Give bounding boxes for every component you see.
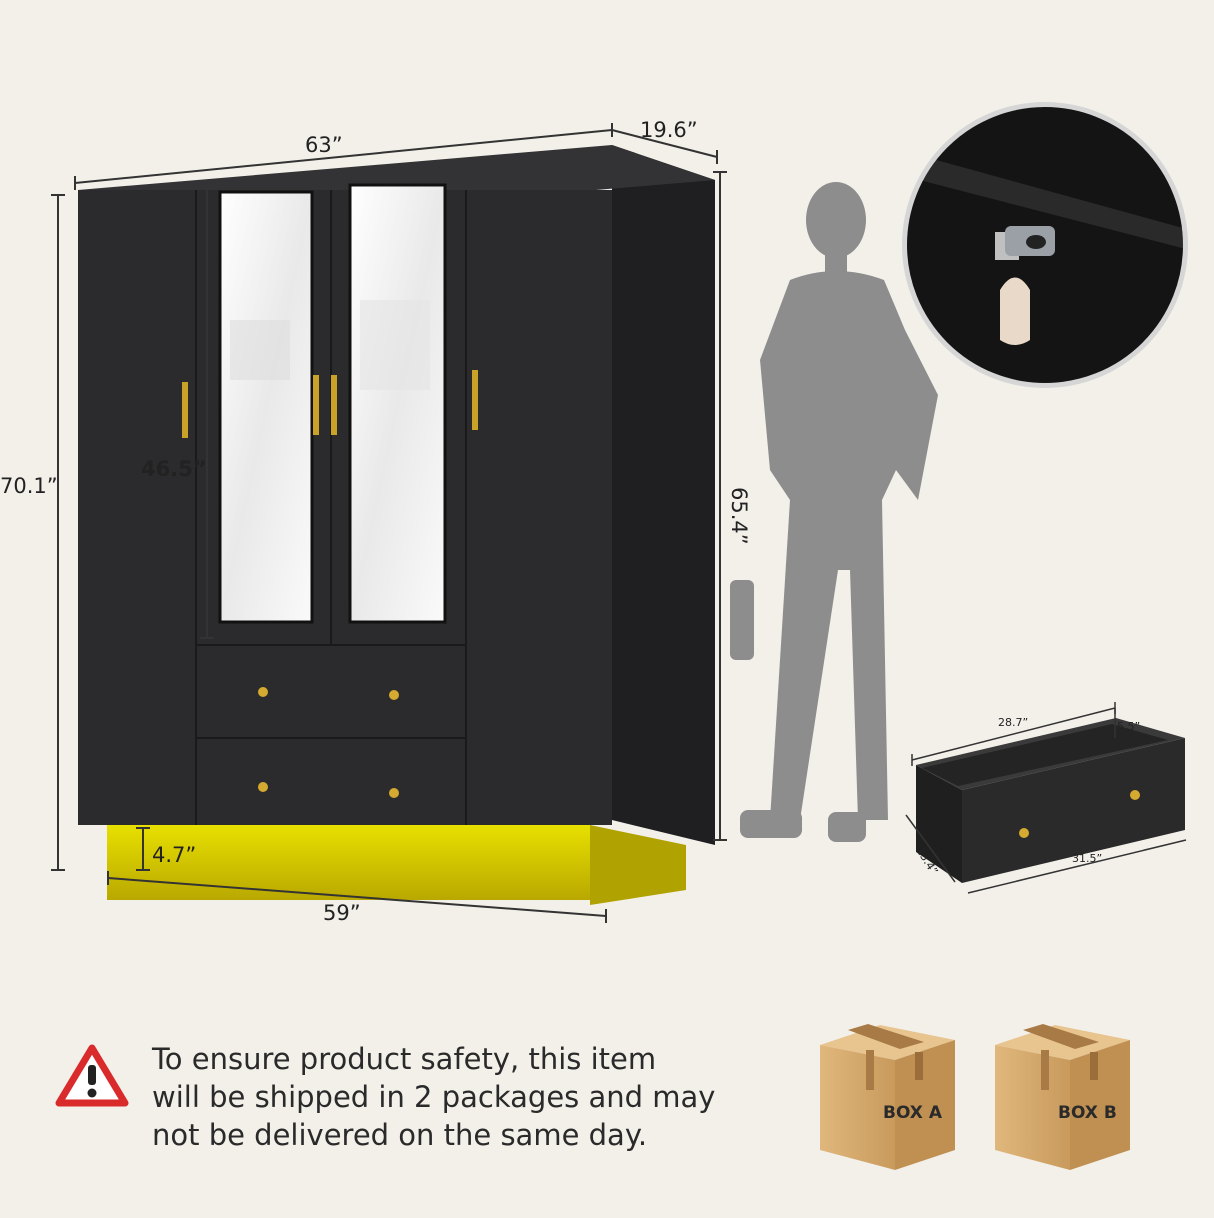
drawer-knob: [258, 687, 268, 697]
dimension-lines: [51, 123, 727, 923]
drawer-knob: [1019, 828, 1029, 838]
warning-icon: [55, 1044, 129, 1107]
drawer-height-label: 5.5”: [1117, 720, 1140, 733]
base-height-label: 4.7”: [152, 843, 196, 867]
dimension-labels: 63” 19.6” 70.1” 46.5” 65.4” 4.7” 59”: [0, 118, 751, 925]
mirror-handle-right: [331, 375, 337, 435]
body-height-label: 65.4”: [727, 487, 751, 545]
box-a-label: BOX A: [883, 1103, 943, 1123]
drawer-knob: [258, 782, 268, 792]
left-door-handle: [182, 382, 188, 438]
notice-line: will be shipped in 2 packages and may: [152, 1080, 716, 1114]
box-b-label: BOX B: [1058, 1103, 1117, 1123]
mirror-handle-left: [313, 375, 319, 435]
box-icon: BOX B: [995, 1024, 1130, 1170]
hardware-detail-circle: [902, 102, 1188, 388]
left-mirror: [218, 190, 314, 624]
notice-line: To ensure product safety, this item: [152, 1042, 657, 1076]
right-door-handle: [472, 370, 478, 430]
mirror-height-label: 46.5”: [141, 457, 207, 481]
drawer-width-label: 28.7”: [998, 716, 1028, 729]
drawer-knob: [389, 690, 399, 700]
box-icon: BOX A: [820, 1024, 955, 1170]
wardrobe-side-panel: [612, 145, 715, 845]
wardrobe: [78, 145, 715, 905]
notice-line: not be delivered on the same day.: [152, 1118, 648, 1152]
base-width-label: 59”: [323, 901, 361, 925]
shipping-notice: To ensure product safety, this item will…: [152, 1040, 772, 1154]
wardrobe-base: [107, 825, 590, 900]
height-label: 70.1”: [0, 474, 58, 498]
depth-label: 19.6”: [640, 118, 698, 142]
wardrobe-front: [78, 190, 612, 825]
person-silhouette: [730, 182, 938, 842]
drawer-knob: [1130, 790, 1140, 800]
drawer-knob: [389, 788, 399, 798]
right-mirror: [348, 183, 447, 624]
drawer-detail: 28.7” 5.5” 13.4” 31.5”: [905, 702, 1187, 894]
wardrobe-base-side: [590, 825, 686, 905]
drawer-front-width-label: 31.5”: [1072, 852, 1102, 865]
width-label: 63”: [305, 133, 343, 157]
